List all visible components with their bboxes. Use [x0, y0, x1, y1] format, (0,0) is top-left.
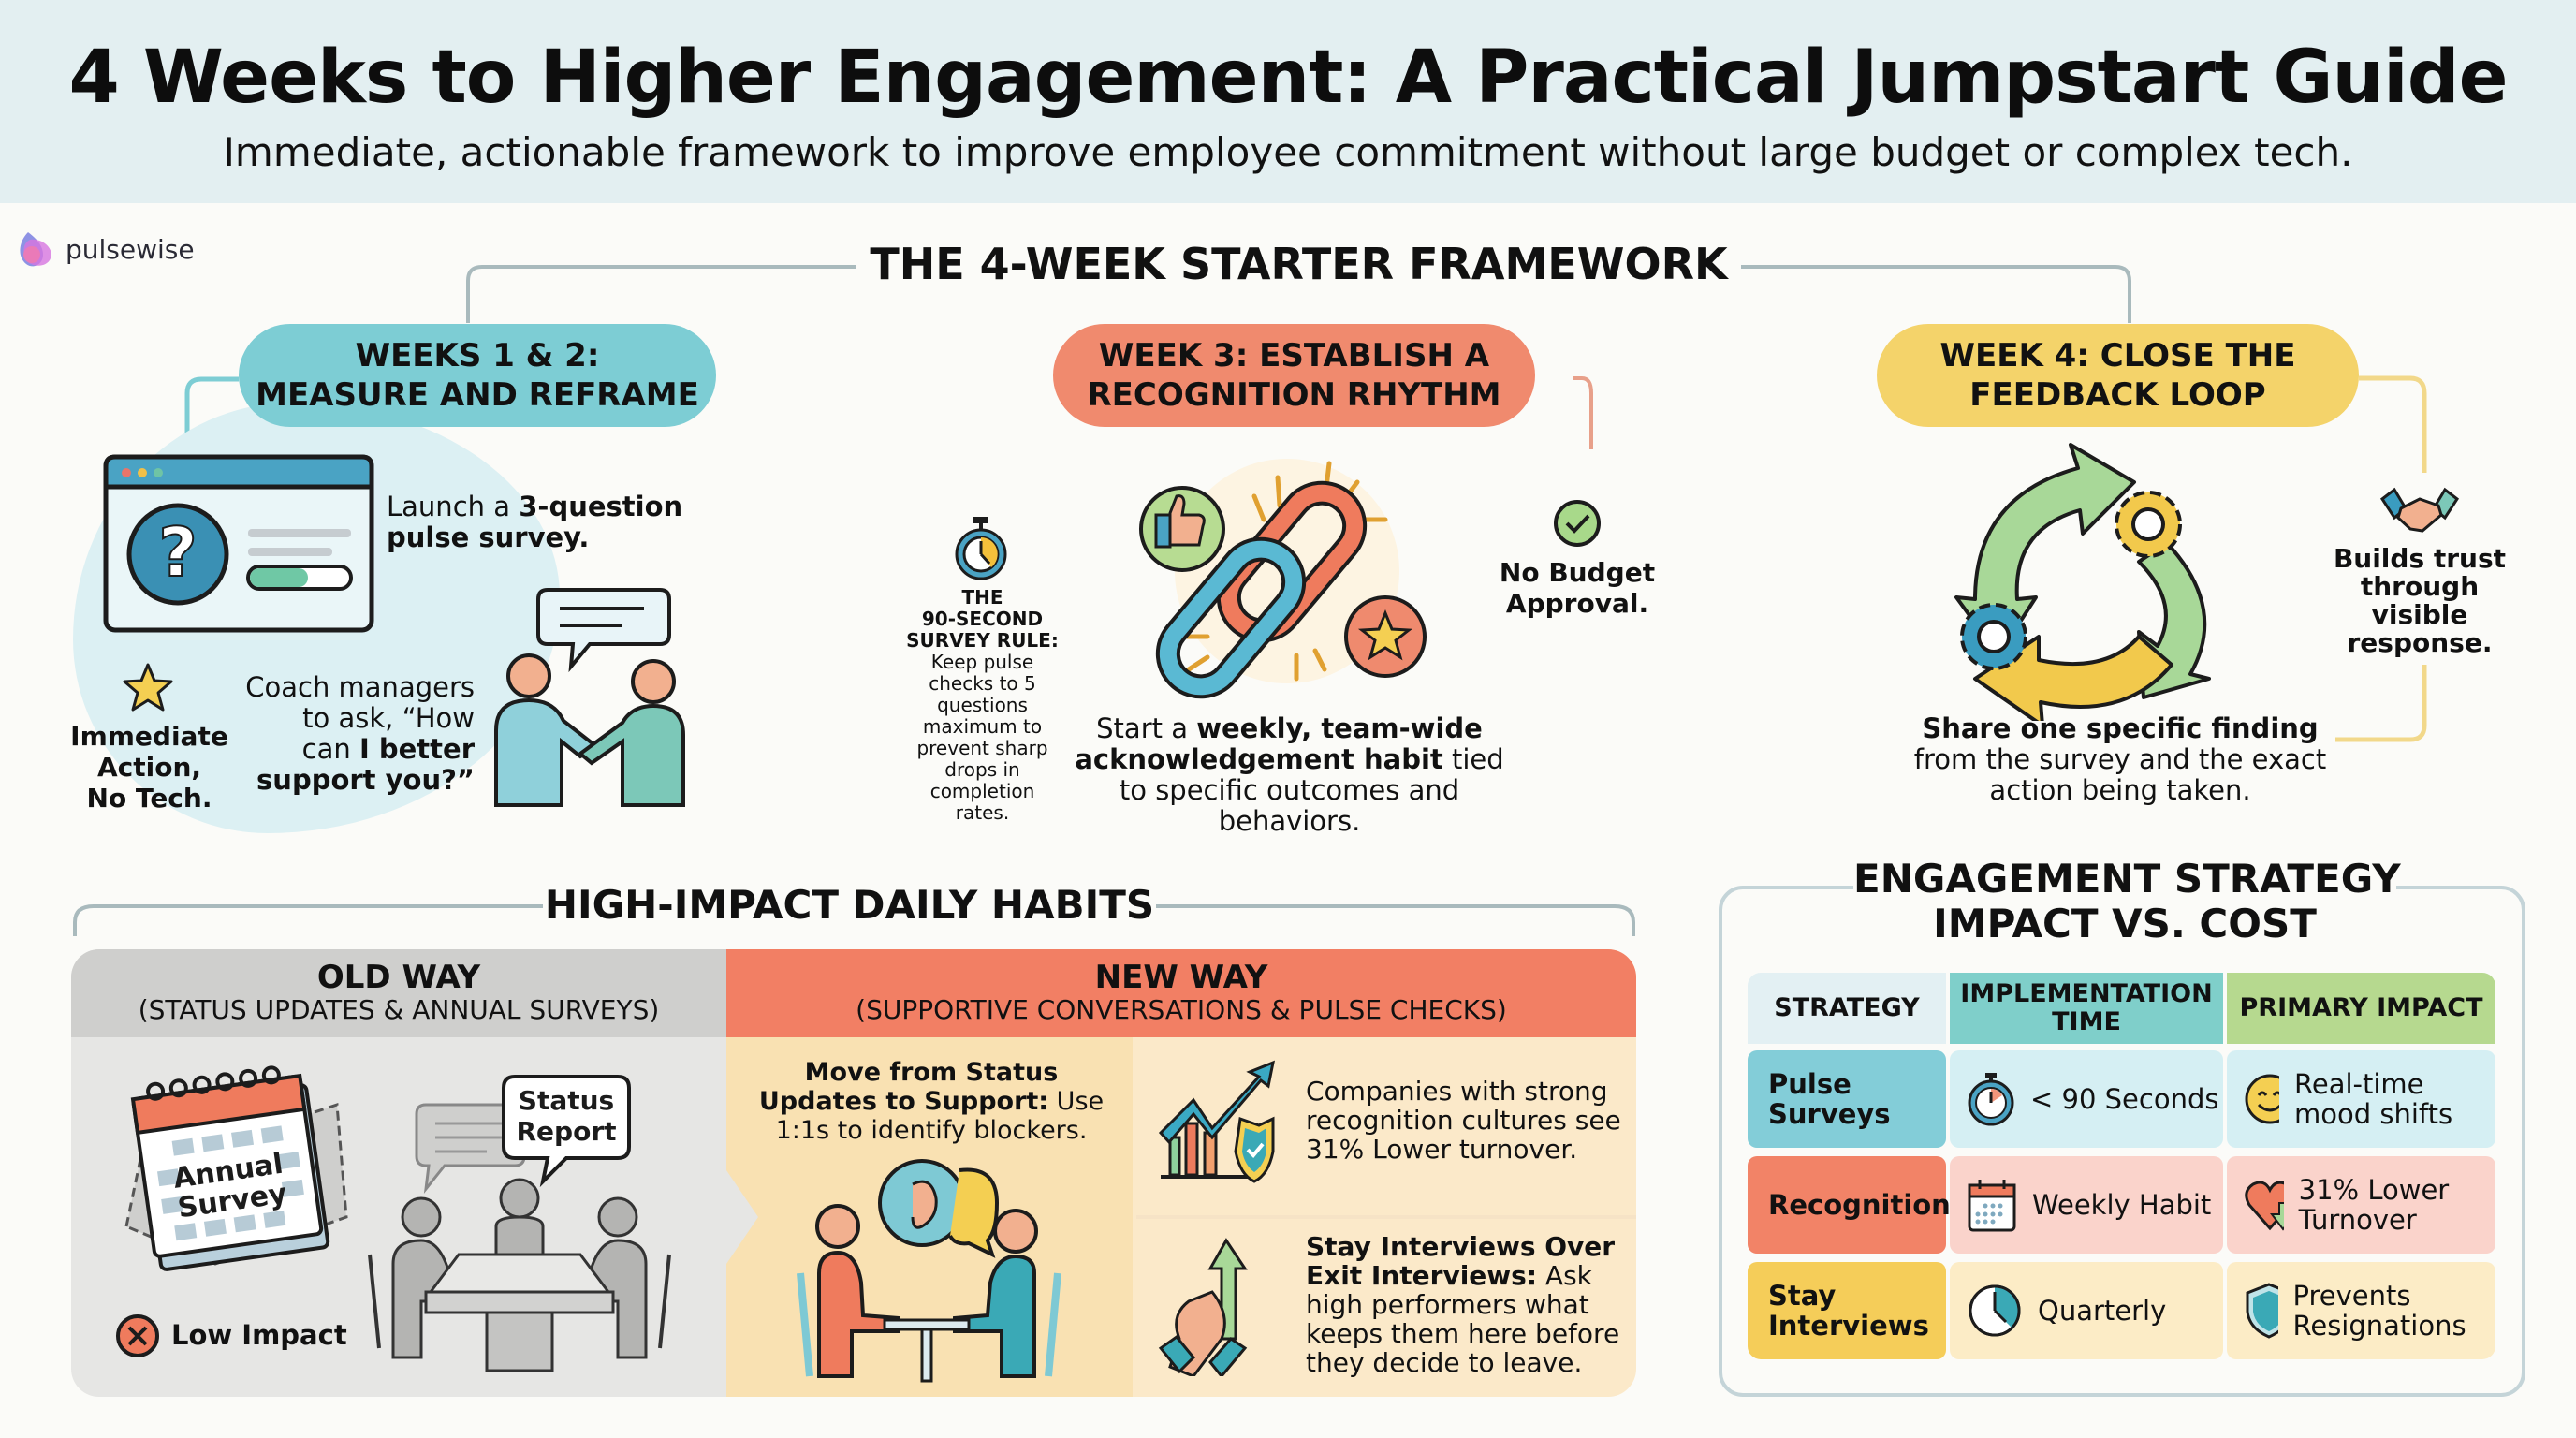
week3-body-text: Start a weekly, team-wide acknowledgemen… — [1075, 712, 1504, 837]
survey-rule-note: THE 90-SECOND SURVEY RULE: Keep pulse ch… — [906, 586, 1059, 824]
week3-badge: No Budget Approval. — [1499, 557, 1656, 619]
table-row-pulse-strategy: Pulse Surveys — [1748, 1050, 1946, 1148]
week4-body-text: Share one specific finding from the surv… — [1913, 712, 2327, 806]
pulsewise-logo-icon — [20, 232, 51, 267]
annual-survey-calendar-icon: Annual Survey — [124, 1065, 348, 1271]
week12-label-line1: WEEKS 1 & 2: — [355, 337, 600, 374]
star-icon — [123, 663, 173, 712]
brand-logo: pulsewise — [15, 228, 195, 270]
strategy-table-title: ENGAGEMENT STRATEGY IMPACT VS. COST — [1853, 856, 2401, 946]
stopwatch-icon — [955, 517, 1007, 580]
table-header-strategy: STRATEGY — [1748, 973, 1946, 1044]
table-header-implementation-time: IMPLEMENTATION TIME — [1950, 973, 2223, 1044]
week3-label-line2: RECOGNITION RHYTHM — [1087, 376, 1501, 414]
week4-label-line1: WEEK 4: CLOSE THE — [1939, 337, 2296, 374]
svg-text:Report: Report — [516, 1116, 616, 1147]
handshake-icon — [2379, 487, 2460, 533]
calendar-icon — [1968, 1180, 2016, 1232]
framework-title: THE 4-WEEK STARTER FRAMEWORK — [870, 239, 1728, 289]
header-banner — [0, 0, 2576, 203]
stopwatch-icon — [1968, 1073, 2014, 1126]
table-row-recognition-strategy: Recognition — [1748, 1156, 1951, 1254]
table-header-primary-impact: PRIMARY IMPACT — [2227, 973, 2496, 1044]
week12-survey-text: Launch a 3-question pulse survey. — [387, 491, 683, 553]
check-circle-icon — [1554, 500, 1601, 547]
page-subtitle: Immediate, actionable framework to impro… — [223, 129, 2353, 175]
new-way-header — [726, 949, 1636, 1037]
table-row-stay-impact: Prevents Resignations — [2227, 1262, 2496, 1359]
clock-icon — [1969, 1284, 2021, 1337]
recognition-chain-icon — [1139, 459, 1427, 699]
old-way-title: OLD WAY — [316, 959, 481, 996]
svg-text:Status: Status — [519, 1085, 614, 1116]
recognition-stat-text: Companies with strong recognition cultur… — [1306, 1076, 1621, 1165]
week12-label-line2: MEASURE AND REFRAME — [256, 376, 699, 414]
table-row-pulse-time: < 90 Seconds — [1950, 1050, 2223, 1148]
new-way-divider — [1136, 1215, 1636, 1219]
low-impact-label: Low Impact — [171, 1319, 347, 1351]
growth-chart-shield-icon — [1158, 1060, 1276, 1183]
svg-text:?: ? — [158, 513, 198, 592]
new-way-subtitle: (SUPPORTIVE CONVERSATIONS & PULSE CHECKS… — [856, 994, 1507, 1025]
manager-conversation-icon — [494, 588, 685, 807]
one-on-one-text: Move from Status Updates to Support: Use… — [758, 1058, 1105, 1145]
old-to-new-arrow — [726, 1170, 758, 1264]
week3-label-pill: WEEK 3: ESTABLISH A RECOGNITION RHYTHM — [1053, 324, 1535, 427]
brand-name: pulsewise — [66, 233, 195, 265]
heart-down-arrow-icon — [2245, 1181, 2284, 1231]
week4-badge: Builds trust through visible response. — [2333, 543, 2507, 658]
shield-icon — [2246, 1283, 2278, 1339]
table-row-stay-time: Quarterly — [1950, 1262, 2223, 1359]
week12-badge: Immediate Action, No Tech. — [70, 721, 228, 814]
week4-label-pill: WEEK 4: CLOSE THE FEEDBACK LOOP — [1877, 324, 2359, 427]
status-meeting-icon: Status Report — [368, 1075, 671, 1372]
clasped-hands-arrow-icon — [1158, 1238, 1248, 1376]
table-row-stay-strategy: Stay Interviews — [1748, 1262, 1946, 1359]
smiley-icon — [2245, 1074, 2279, 1124]
table-row-recognition-time: Weekly Habit — [1950, 1156, 2223, 1254]
old-way-subtitle: (STATUS UPDATES & ANNUAL SURVEYS) — [138, 994, 660, 1025]
feedback-loop-cycle-icon — [1954, 443, 2211, 721]
supportive-conversation-icon — [797, 1159, 1061, 1383]
page-title: 4 Weeks to Higher Engagement: A Practica… — [68, 36, 2509, 120]
old-way-header — [71, 949, 726, 1037]
week3-label-line1: WEEK 3: ESTABLISH A — [1098, 337, 1490, 374]
table-row-pulse-impact: Real-time mood shifts — [2227, 1050, 2496, 1148]
habits-title: HIGH-IMPACT DAILY HABITS — [544, 882, 1155, 928]
new-way-title: NEW WAY — [1094, 959, 1268, 996]
x-circle-icon — [116, 1314, 159, 1357]
stay-interviews-text: Stay Interviews Over Exit Interviews: As… — [1306, 1231, 1620, 1378]
week12-label-pill: WEEKS 1 & 2: MEASURE AND REFRAME — [239, 324, 716, 427]
survey-window-icon: ? — [103, 454, 374, 633]
table-row-recognition-impact: 31% Lower Turnover — [2227, 1156, 2496, 1254]
week12-coach-text: Coach managers to ask, “How can I better… — [245, 671, 475, 796]
week4-label-line2: FEEDBACK LOOP — [1969, 376, 2266, 414]
